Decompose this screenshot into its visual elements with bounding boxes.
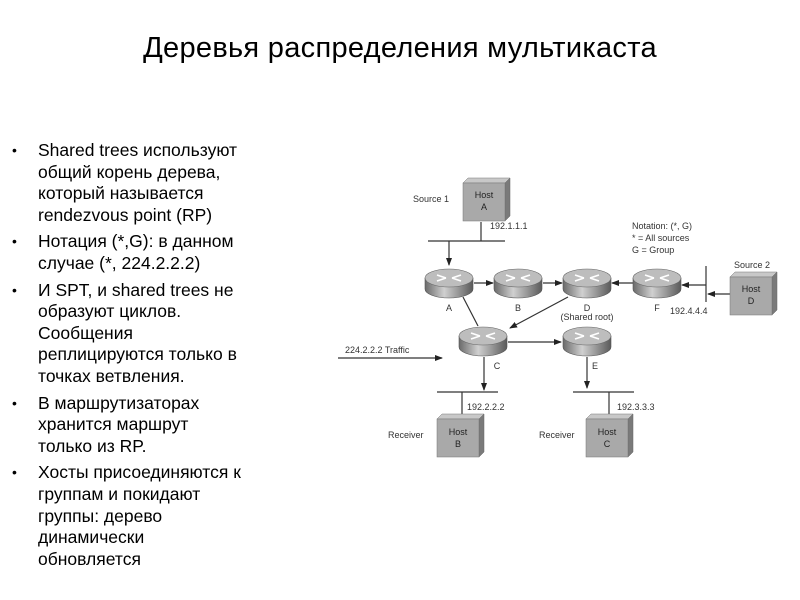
slide-title: Деревья распределения мультикаста	[143, 32, 657, 64]
router-e-icon	[562, 326, 612, 357]
bullet-text: В маршрутизаторах хранится маршрут тольк…	[38, 392, 200, 456]
address-d: 192.4.4.4	[670, 306, 708, 316]
host-c-label: Host	[598, 427, 617, 437]
shared-root-label: (Shared root)	[560, 312, 613, 322]
router-f-label: F	[654, 303, 660, 313]
router-a-label: A	[446, 303, 452, 313]
bullet-icon: •	[12, 281, 17, 298]
arrow-d-to-c	[509, 296, 569, 329]
router-d-label: D	[584, 303, 591, 313]
host-d-letter: D	[748, 296, 755, 306]
receiver-b-label: Receiver	[388, 430, 424, 440]
bullet-icon: •	[12, 233, 17, 250]
receiver-c-label: Receiver	[539, 430, 575, 440]
router-a-icon	[424, 268, 474, 299]
router-c-icon	[458, 326, 508, 357]
bullet-item: • И SPT, и shared trees не образуют цикло…	[12, 280, 312, 388]
bullet-list: • Shared trees используют общий корень де…	[12, 140, 312, 575]
address-b: 192.2.2.2	[467, 402, 505, 412]
host-b-letter: B	[455, 439, 461, 449]
address-a: 192.1.1.1	[490, 221, 528, 231]
source-1-label: Source 1	[413, 194, 449, 204]
notation-line: G = Group	[632, 245, 674, 255]
host-a-label: Host	[475, 190, 494, 200]
notation-line: * = All sources	[632, 233, 690, 243]
bullet-text: Shared trees используют общий корень дер…	[38, 140, 238, 225]
bullet-text: Нотация (*,G): в данном случае (*, 224.2…	[38, 231, 234, 273]
address-c: 192.3.3.3	[617, 402, 655, 412]
bullet-icon: •	[12, 464, 17, 481]
bullet-item: • Shared trees используют общий корень де…	[12, 140, 312, 226]
bullet-item: • Нотация (*,G): в данном случае (*, 224.…	[12, 231, 312, 274]
bullet-text: И SPT, и shared trees не образуют циклов…	[38, 279, 237, 386]
bullet-icon: •	[12, 142, 17, 158]
link-a-c	[462, 296, 479, 327]
host-a-letter: A	[481, 202, 487, 212]
bullet-icon: •	[12, 394, 17, 411]
router-d-icon	[562, 268, 612, 299]
router-b-icon	[493, 268, 543, 299]
host-c-letter: C	[604, 439, 611, 449]
bullet-item: • Хосты присоединяются к группам и покида…	[12, 462, 312, 570]
bullet-item: • В маршрутизаторах хранится маршрут толь…	[12, 393, 312, 458]
notation-line: Notation: (*, G)	[632, 221, 692, 231]
source-2-label: Source 2	[734, 260, 770, 270]
bullet-text: Хосты присоединяются к группам и покидаю…	[38, 462, 241, 569]
host-d-label: Host	[742, 284, 761, 294]
traffic-label: 224.2.2.2 Traffic	[345, 345, 410, 355]
host-b-label: Host	[449, 427, 468, 437]
router-f-icon	[632, 268, 682, 299]
router-b-label: B	[515, 303, 521, 313]
router-e-label: E	[592, 361, 598, 371]
router-c-label: C	[494, 361, 501, 371]
